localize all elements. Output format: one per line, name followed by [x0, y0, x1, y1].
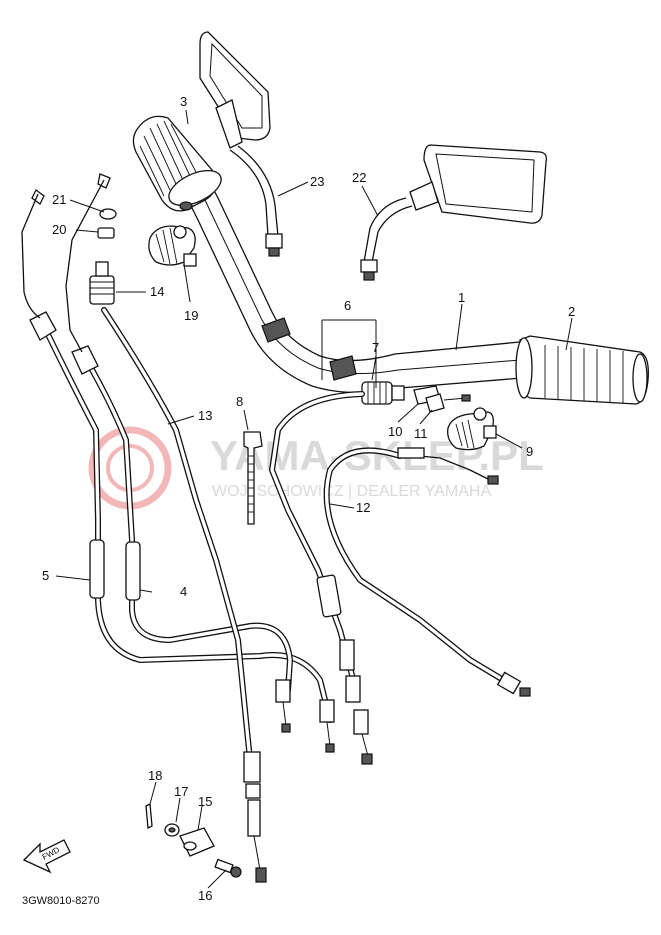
- cable-sleeve-4: [125, 541, 141, 601]
- callout-18: 18: [148, 768, 162, 783]
- cable-13[interactable]: [101, 307, 267, 883]
- callout-1: 1: [458, 290, 465, 305]
- nut-20[interactable]: [97, 227, 115, 239]
- callout-14: 14: [150, 284, 164, 299]
- callout-20: 20: [52, 222, 66, 237]
- right-grip[interactable]: [515, 335, 649, 405]
- cable-adjuster-14[interactable]: [89, 261, 115, 305]
- forward-arrow-icon: FWD: [22, 839, 71, 874]
- throttle-cable-adjuster[interactable]: [361, 381, 471, 413]
- left-mirror[interactable]: [199, 31, 283, 257]
- washer-17[interactable]: [164, 823, 180, 837]
- right-switch[interactable]: [447, 407, 497, 451]
- clutch-cable-12[interactable]: [323, 447, 531, 697]
- callout-15: 15: [198, 794, 212, 809]
- callout-21: 21: [52, 192, 66, 207]
- diagram-code: 3GW8010-8270: [22, 895, 100, 907]
- callout-4: 4: [180, 584, 187, 599]
- pin-18[interactable]: [145, 802, 153, 830]
- left-switch[interactable]: [148, 225, 197, 267]
- callout-22: 22: [352, 170, 366, 185]
- callout-7: 7: [372, 340, 379, 355]
- callout-9: 9: [526, 444, 533, 459]
- throttle-cable-1[interactable]: [37, 315, 333, 723]
- cable-tie[interactable]: [243, 431, 263, 525]
- callout-8: 8: [236, 394, 243, 409]
- throttle-cable-2[interactable]: [79, 349, 294, 693]
- callout-12: 12: [356, 500, 370, 515]
- callout-5: 5: [42, 568, 49, 583]
- callout-3: 3: [180, 94, 187, 109]
- callout-16: 16: [198, 888, 212, 903]
- callout-13: 13: [198, 408, 212, 423]
- bolt-16[interactable]: [214, 858, 242, 878]
- callout-10: 10: [388, 424, 402, 439]
- callout-17: 17: [174, 784, 188, 799]
- washer-21[interactable]: [99, 208, 117, 220]
- throttle-cable-6-7[interactable]: [268, 391, 373, 765]
- callout-2: 2: [568, 304, 575, 319]
- callout-11: 11: [414, 426, 428, 441]
- cable-end-fittings: [275, 679, 335, 753]
- callout-6: 6: [344, 298, 351, 313]
- leader-lines: [55, 109, 573, 889]
- callouts: 1 2 3 4 5 6 7 8 9 10 11 12 13 14 15 16 1…: [42, 94, 575, 903]
- right-mirror[interactable]: [360, 144, 548, 281]
- handlebar[interactable]: [177, 176, 523, 394]
- left-grip[interactable]: [132, 115, 226, 212]
- bracket-15[interactable]: [179, 827, 215, 857]
- cable-sleeve-5: [89, 539, 105, 599]
- callout-23: 23: [310, 174, 324, 189]
- callout-19: 19: [184, 308, 198, 323]
- watermark-brand: YAMA-SKLEP.PL: [210, 432, 544, 479]
